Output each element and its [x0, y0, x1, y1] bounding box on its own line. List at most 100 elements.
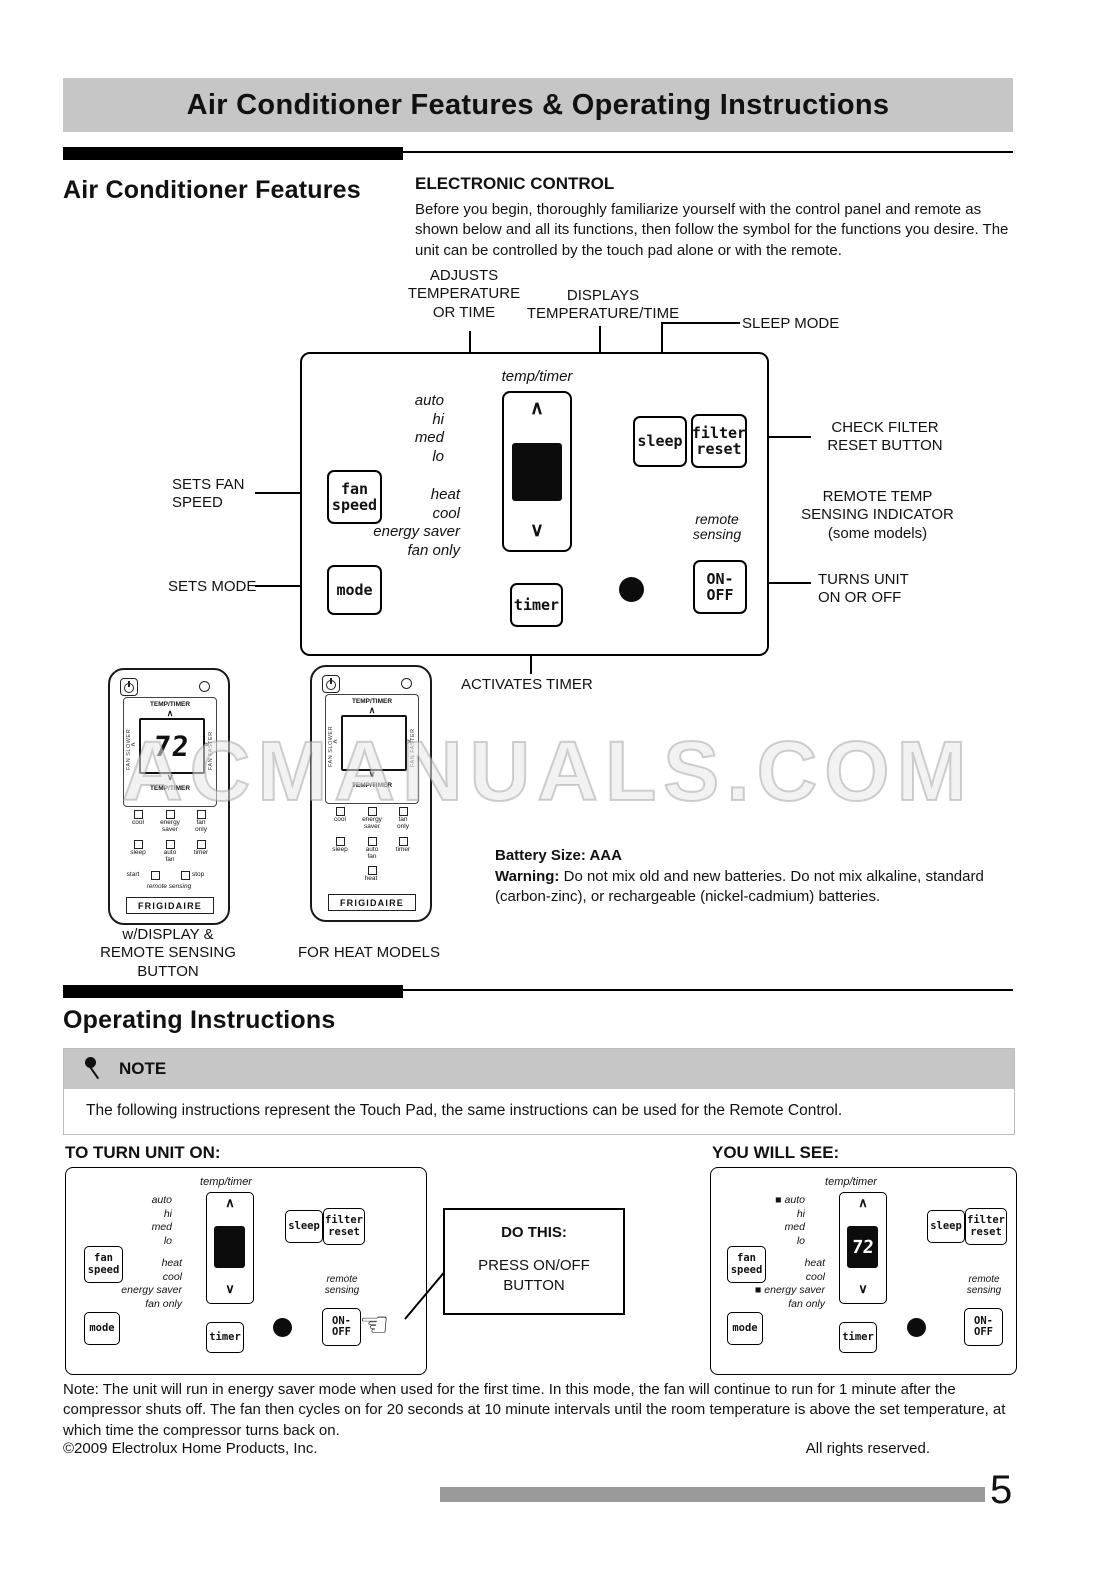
remote-display-cluster: TEMP/TIMER ∧ FAN SLOWER < FAN FASTER > ∨… — [325, 694, 419, 804]
fan-speed-list: ■ auto hi med lo — [733, 1194, 805, 1248]
arrow-line — [661, 322, 740, 324]
mode-item: heat — [804, 1257, 825, 1269]
remote-sensing-label: remote sensing — [966, 1274, 1002, 1296]
remote-button-square — [151, 871, 160, 880]
fan-speed-item: auto — [414, 392, 444, 409]
fan-speed-item: med — [151, 1221, 172, 1233]
fan-speed-button: fan speed — [727, 1246, 766, 1283]
fan-speed-item-active: ■ auto — [775, 1194, 805, 1206]
copyright: ©2009 Electrolux Home Products, Inc. — [63, 1440, 318, 1457]
down-arrow-glyph: ∨ — [368, 769, 376, 779]
fan-speed-item: med — [414, 429, 444, 446]
remote-button-label: energy saver — [160, 819, 180, 834]
remote-button-square — [166, 840, 175, 849]
remote-control-heat-model: TEMP/TIMER ∧ FAN SLOWER < FAN FASTER > ∨… — [310, 665, 432, 922]
seven-segment-value: 72 — [850, 1236, 875, 1258]
timer-button: timer — [206, 1322, 244, 1353]
on-off-button: ON- OFF — [693, 560, 747, 614]
filter-reset-button: filter reset — [965, 1208, 1007, 1245]
arrow-line — [751, 436, 811, 438]
display-screen — [512, 443, 562, 501]
operating-heading: Operating Instructions — [63, 1006, 336, 1034]
sleep-button: sleep — [633, 416, 687, 467]
battery-warning-text: Do not mix old and new batteries. Do not… — [495, 868, 984, 906]
mode-button: mode — [327, 565, 382, 615]
remote-button-square — [399, 807, 408, 816]
temp-adjust-control: ∧ ∨ — [502, 391, 572, 552]
callout-remote-temp-sensing: REMOTE TEMP SENSING INDICATOR (some mode… — [801, 488, 954, 542]
remote-button-label: fan only — [195, 819, 207, 834]
mode-item-active: ■ energy saver — [755, 1284, 825, 1296]
fan-slower-wedge-icon: < — [131, 742, 136, 749]
control-panel-diagram: temp/timer auto hi med lo ∧ ∨ sleep filt… — [300, 352, 769, 656]
callout-check-filter: CHECK FILTER RESET BUTTON — [827, 419, 943, 455]
section-rule-thick — [63, 985, 403, 998]
remote-button-label: energy saver — [362, 816, 382, 831]
mode-item: heat — [161, 1257, 182, 1269]
turn-on-heading: TO TURN UNIT ON: — [65, 1143, 221, 1162]
note-box: NOTE The following instructions represen… — [63, 1048, 1015, 1135]
mode-item: fan only — [407, 541, 460, 559]
mode-item: cool — [162, 1270, 182, 1283]
mode-item: cool — [805, 1270, 825, 1283]
up-arrow-glyph: ∧ — [858, 1195, 868, 1210]
callout-turns-unit: TURNS UNIT ON OR OFF — [818, 571, 909, 607]
power-icon — [120, 678, 138, 696]
up-arrow-glyph: ∧ — [368, 705, 376, 715]
remote-button-square — [197, 840, 206, 849]
electronic-control-intro: Before you begin, thoroughly familiarize… — [415, 201, 1009, 259]
remote-button-label: cool — [132, 819, 144, 826]
fan-speed-list: auto hi med lo — [114, 1194, 172, 1248]
page-title: Air Conditioner Features & Operating Ins… — [186, 88, 890, 121]
battery-size: Battery Size: AAA — [495, 847, 622, 864]
remote-caption-left: w/DISPLAY & REMOTE SENSING BUTTON — [100, 926, 236, 980]
features-heading: Air Conditioner Features — [63, 176, 361, 204]
mode-item: energy saver — [373, 523, 460, 540]
display-screen: 72 — [847, 1226, 878, 1268]
fan-speed-item: lo — [163, 1234, 172, 1247]
note-pin-icon — [85, 1054, 109, 1084]
remote-button-square — [399, 837, 408, 846]
remote-display: 72 — [139, 718, 205, 774]
down-arrow-glyph: ∨ — [166, 772, 174, 782]
remote-button-square — [134, 810, 143, 819]
sleep-button: sleep — [927, 1210, 965, 1243]
mini-panel-touchpad: temp/timer auto hi med lo ∧ ∨ sleep filt… — [65, 1167, 427, 1375]
seven-segment-value: 72 — [152, 729, 192, 763]
arrow-line — [751, 582, 811, 584]
fan-speed-item: auto — [151, 1194, 172, 1206]
callout-sets-fan-speed: SETS FAN SPEED — [172, 476, 245, 512]
callout-sets-mode: SETS MODE — [168, 578, 257, 595]
fan-faster-wedge-icon: > — [204, 742, 209, 749]
callout-sleep-mode: SLEEP MODE — [742, 315, 840, 332]
remote-button-square — [336, 837, 345, 846]
footer-bar — [440, 1487, 985, 1502]
callout-adjusts-temperature: ADJUSTS TEMPERATURE OR TIME — [407, 267, 521, 321]
temp-timer-label: temp/timer — [200, 1176, 252, 1188]
arrow-line — [255, 585, 315, 587]
remote-control-display-model: TEMP/TIMER ∧ FAN SLOWER < 72 FAN FASTER … — [108, 668, 230, 925]
remote-button-label: fan only — [397, 816, 409, 831]
section-rule-thin — [403, 989, 1013, 991]
mode-button: mode — [84, 1312, 120, 1345]
temp-timer-label: temp/timer — [825, 1176, 877, 1188]
remote-button-square — [197, 810, 206, 819]
start-label: start — [126, 871, 140, 878]
section-rule-thick — [63, 147, 403, 160]
temp-timer-label: TEMP/TIMER — [149, 785, 191, 792]
remote-button-square — [166, 810, 175, 819]
note-body: The following instructions represent the… — [86, 1102, 843, 1119]
callout-activates-timer: ACTIVATES TIMER — [461, 676, 593, 693]
fan-speed-item: lo — [796, 1234, 805, 1247]
mode-item: cool — [432, 504, 460, 522]
filter-reset-button: filter reset — [323, 1208, 365, 1245]
header-banner: Air Conditioner Features & Operating Ins… — [63, 78, 1013, 132]
stop-label: stop — [192, 871, 205, 878]
sleep-button: sleep — [285, 1210, 323, 1243]
battery-warning-label: Warning: — [495, 868, 560, 885]
pointing-hand-icon: ☜ — [359, 1306, 390, 1344]
temp-timer-label: TEMP/TIMER — [351, 782, 393, 789]
section-rule-thin — [403, 151, 1013, 153]
mode-item: fan only — [788, 1297, 825, 1310]
